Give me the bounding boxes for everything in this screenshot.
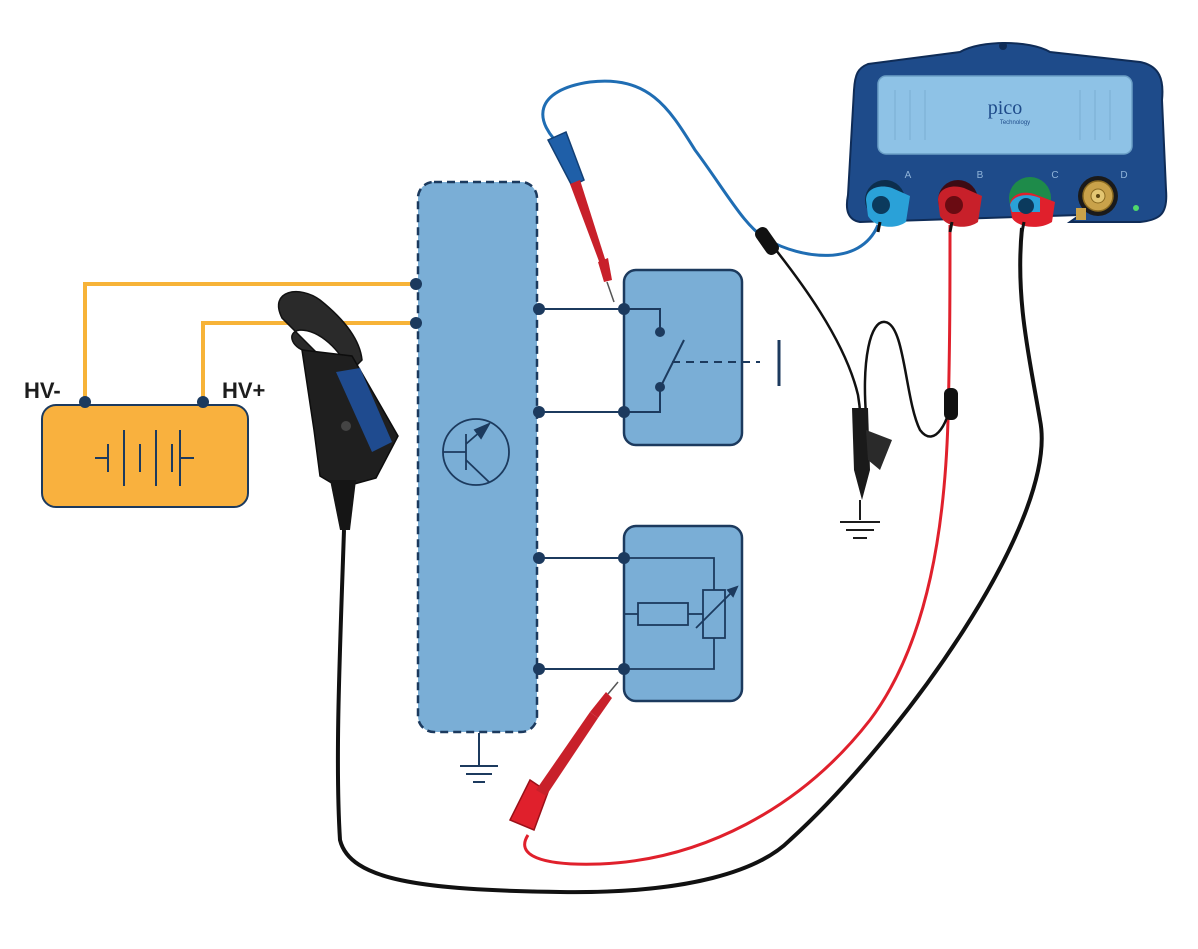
clamp-cable [335,227,1044,895]
channel-d-label: D [1120,170,1127,181]
module-ground-icon [460,733,498,783]
control-module [410,180,545,783]
channel-a-connector [865,180,910,233]
module-device-wires [539,308,624,670]
channel-b-label: B [977,170,984,181]
lead-connector [944,388,958,420]
scope-top-panel [877,75,1133,155]
channel-b-red-cable [523,224,952,866]
channel-c-label: C [1051,170,1058,181]
back-probe-top [546,130,615,303]
hv-minus-terminal [79,396,91,408]
ground-clip-icon [840,408,892,539]
scope-sub-brand: Technology [1000,120,1030,126]
current-clamp [277,291,399,530]
channel-a-label: A [905,170,912,181]
ground-lead [767,239,863,461]
battery-symbol-icon [95,430,194,486]
picoscope-device: pico Technology A B C D [845,42,1168,233]
channel-a-blue-cable [541,79,880,257]
potentiometer-icon [624,557,739,670]
sensor-module [618,524,744,703]
hv-battery [41,396,249,508]
hv-minus-wire [83,282,416,402]
ground-lead-loop [863,320,954,438]
hv-plus-label: HV+ [222,378,266,403]
back-probe-bottom [508,681,619,831]
transistor-icon [442,418,510,486]
relay-switch [618,268,781,447]
lead-splitter [755,227,779,255]
channel-b-connector [938,180,982,233]
channel-d-connector [1076,176,1118,220]
scope-brand: pico [988,97,1022,119]
hv-plus-terminal [197,396,209,408]
switch-icon [624,308,781,413]
hv-minus-label: HV- [24,378,61,403]
channel-c-connector [1009,177,1055,233]
